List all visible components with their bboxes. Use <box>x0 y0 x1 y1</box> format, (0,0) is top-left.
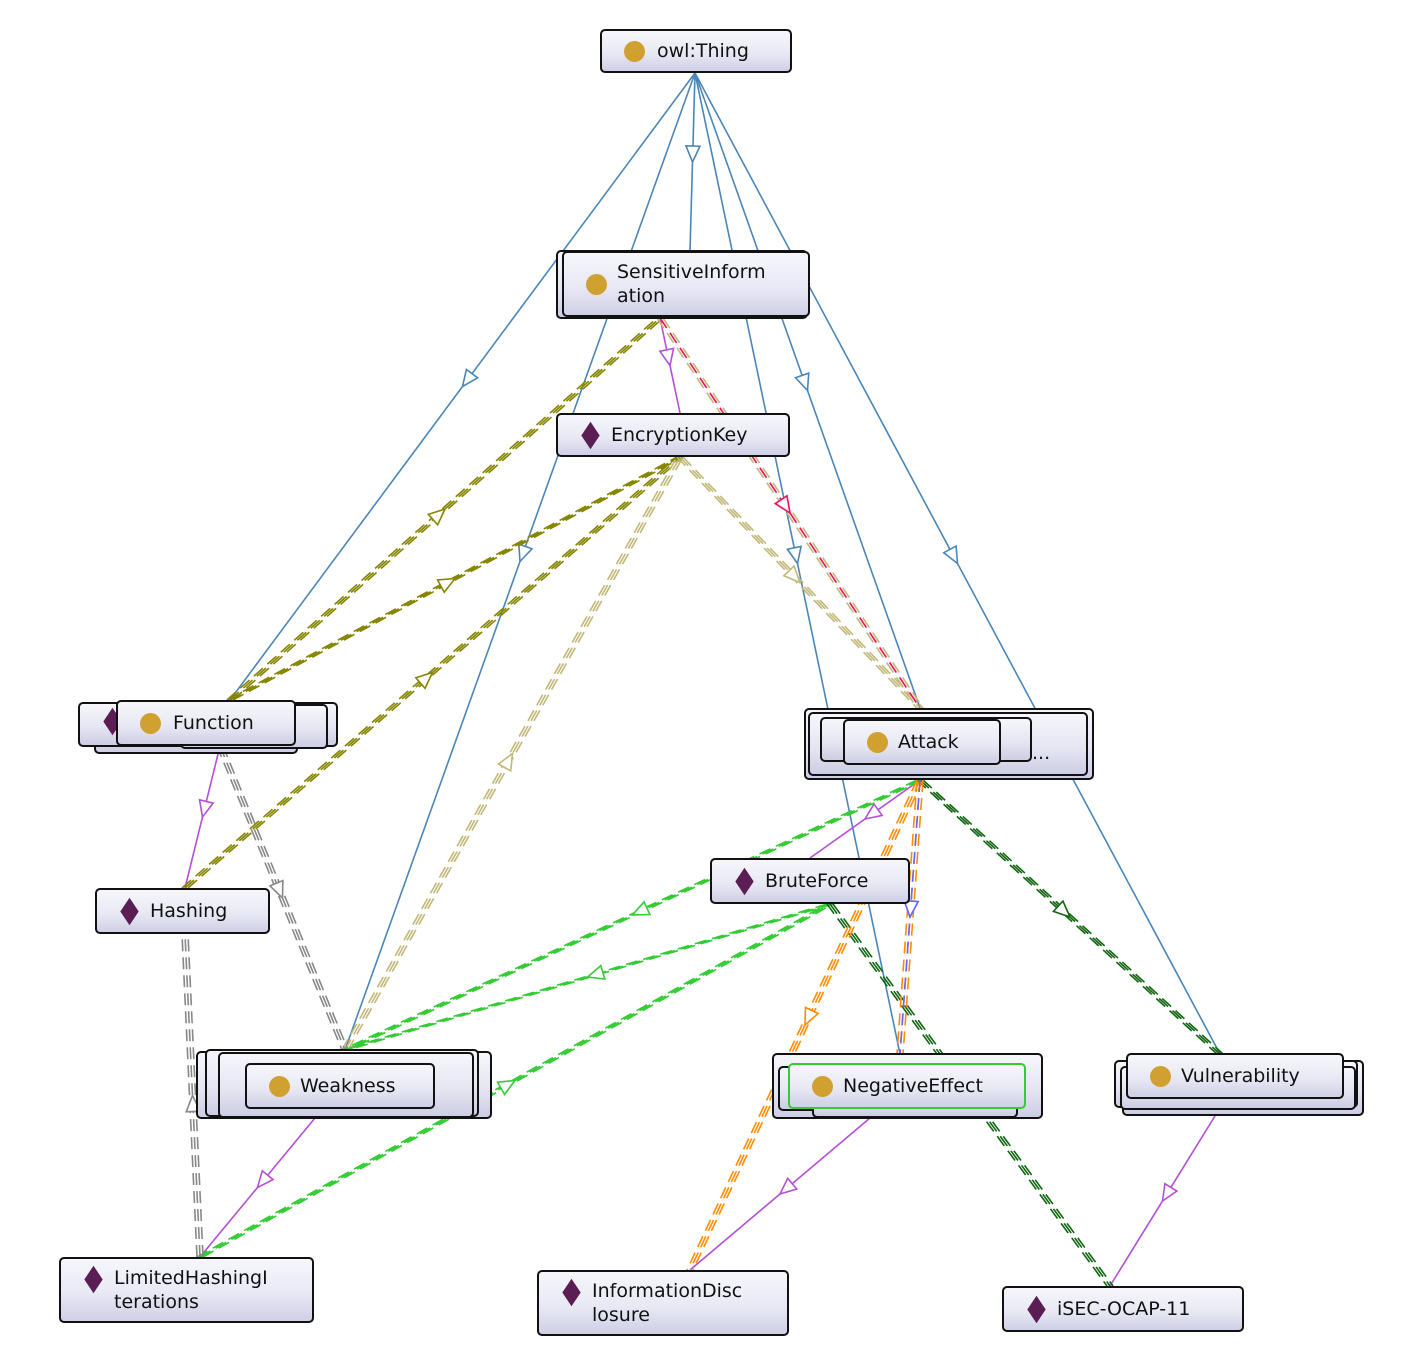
edge-olive-relation[interactable] <box>232 456 684 701</box>
edge-arrowhead <box>942 544 959 566</box>
node-label: EncryptionKey <box>611 424 748 446</box>
edge-arrowhead <box>436 577 457 594</box>
node-negative-effect[interactable]: NegativeEffect <box>788 1063 1026 1109</box>
edge-arrowhead <box>517 542 534 564</box>
class-circle-icon <box>812 1075 833 1097</box>
edge-khaki-relation[interactable] <box>341 456 678 1051</box>
edge-arrowhead <box>497 751 514 773</box>
node-label: NegativeEffect <box>843 1075 983 1097</box>
edge-khaki-relation[interactable] <box>656 317 918 709</box>
edge-khaki-relation[interactable] <box>347 456 684 1051</box>
edge-gray-relation[interactable] <box>216 745 343 1051</box>
edge-khaki-relation[interactable] <box>682 456 924 709</box>
edge-arrowhead <box>1161 1182 1179 1203</box>
edge-olive-relation[interactable] <box>181 456 678 889</box>
edge-arrowhead <box>804 1006 820 1027</box>
class-circle-icon <box>140 712 161 734</box>
edge-arrowhead <box>496 1079 517 1096</box>
class-circle-icon <box>1150 1065 1171 1087</box>
node-vulnerability[interactable]: Vulnerability <box>1126 1053 1344 1099</box>
node-sensitive-information[interactable]: SensitiveInform ation <box>562 251 810 317</box>
node-label: Vulnerability <box>1181 1065 1300 1087</box>
edge-arrowhead <box>863 802 884 821</box>
edge-arrowhead <box>585 964 606 981</box>
individual-diamond-icon <box>562 1278 581 1307</box>
node-label: SensitiveInform ation <box>617 261 766 307</box>
node-label: owl:Thing <box>657 40 749 62</box>
edge-arrowhead <box>794 371 810 393</box>
edge-arrowhead <box>461 368 480 389</box>
node-label: Hashing <box>150 900 228 922</box>
node-weakness[interactable]: Weakness <box>245 1063 435 1109</box>
node-isec-ocap-11[interactable]: iSEC-OCAP-11 <box>1002 1286 1244 1332</box>
node-brute-force[interactable]: BruteForce <box>710 858 910 904</box>
individual-diamond-icon <box>1027 1295 1046 1323</box>
edge-olive-relation[interactable] <box>187 456 684 889</box>
edge-dark-green-relation[interactable] <box>916 779 1218 1055</box>
edge-arrowhead <box>773 494 792 515</box>
individual-diamond-icon <box>735 867 754 895</box>
edge-khaki-relation[interactable] <box>676 456 918 709</box>
edge-orange-relation[interactable] <box>896 779 918 1055</box>
edge-green-relation[interactable] <box>341 903 828 1051</box>
node-label: BruteForce <box>765 870 869 892</box>
edge-orange-relation[interactable] <box>686 779 918 1271</box>
edge-arrowhead <box>268 879 284 900</box>
edge-arrowhead <box>903 899 920 919</box>
node-hashing[interactable]: Hashing <box>95 888 270 934</box>
node-label: LimitedHashingI terations <box>114 1267 268 1313</box>
node-label: iSEC-OCAP-11 <box>1057 1298 1191 1320</box>
edge-olive-relation[interactable] <box>226 317 658 701</box>
node-attack[interactable]: Attack <box>843 719 1001 765</box>
truncated-label-ellipsis: ... <box>1032 742 1051 764</box>
edge-arrowhead <box>198 798 215 819</box>
node-information-disclosure[interactable]: InformationDisc losure <box>537 1270 789 1336</box>
edge-arrowhead <box>684 144 702 164</box>
class-circle-icon <box>269 1075 290 1097</box>
individual-diamond-icon <box>84 1265 103 1294</box>
edge-arrowhead <box>414 671 435 690</box>
edge-arrowhead <box>426 507 447 527</box>
edge-arrowhead <box>256 1169 275 1190</box>
node-label: Attack <box>898 731 959 753</box>
node-limited-hashing-iterations[interactable]: LimitedHashingI terations <box>59 1257 314 1323</box>
edge-green-relation[interactable] <box>202 903 834 1258</box>
edge-arrowhead <box>782 564 802 584</box>
edge-khaki-relation[interactable] <box>344 456 681 1051</box>
node-function[interactable]: Function <box>116 700 296 746</box>
edge-olive-relation[interactable] <box>232 317 664 701</box>
individual-diamond-icon <box>581 421 600 449</box>
class-circle-icon <box>586 273 607 295</box>
node-label: Function <box>173 712 254 734</box>
edge-gray-relation[interactable] <box>222 745 349 1051</box>
edge-arrowhead <box>658 347 675 368</box>
edge-dark-green-relation[interactable] <box>922 779 1224 1055</box>
node-owl-thing[interactable]: owl:Thing <box>600 29 792 73</box>
edge-arrowhead <box>1052 899 1072 919</box>
edge-green-relation[interactable] <box>341 779 918 1051</box>
node-encryption-key[interactable]: EncryptionKey <box>556 413 790 457</box>
individual-diamond-icon <box>120 897 139 925</box>
class-circle-icon <box>624 40 645 62</box>
edge-orange-relation[interactable] <box>692 779 924 1271</box>
edge-orange-relation[interactable] <box>902 779 924 1055</box>
edge-khaki-relation[interactable] <box>662 317 924 709</box>
node-label: Weakness <box>300 1075 396 1097</box>
class-circle-icon <box>867 731 888 753</box>
edge-arrowhead <box>786 545 803 566</box>
edge-arrowhead <box>630 900 652 916</box>
edge-olive-relation[interactable] <box>229 317 661 701</box>
node-label: InformationDisc losure <box>592 1280 743 1326</box>
edge-arrowhead <box>778 1176 799 1196</box>
